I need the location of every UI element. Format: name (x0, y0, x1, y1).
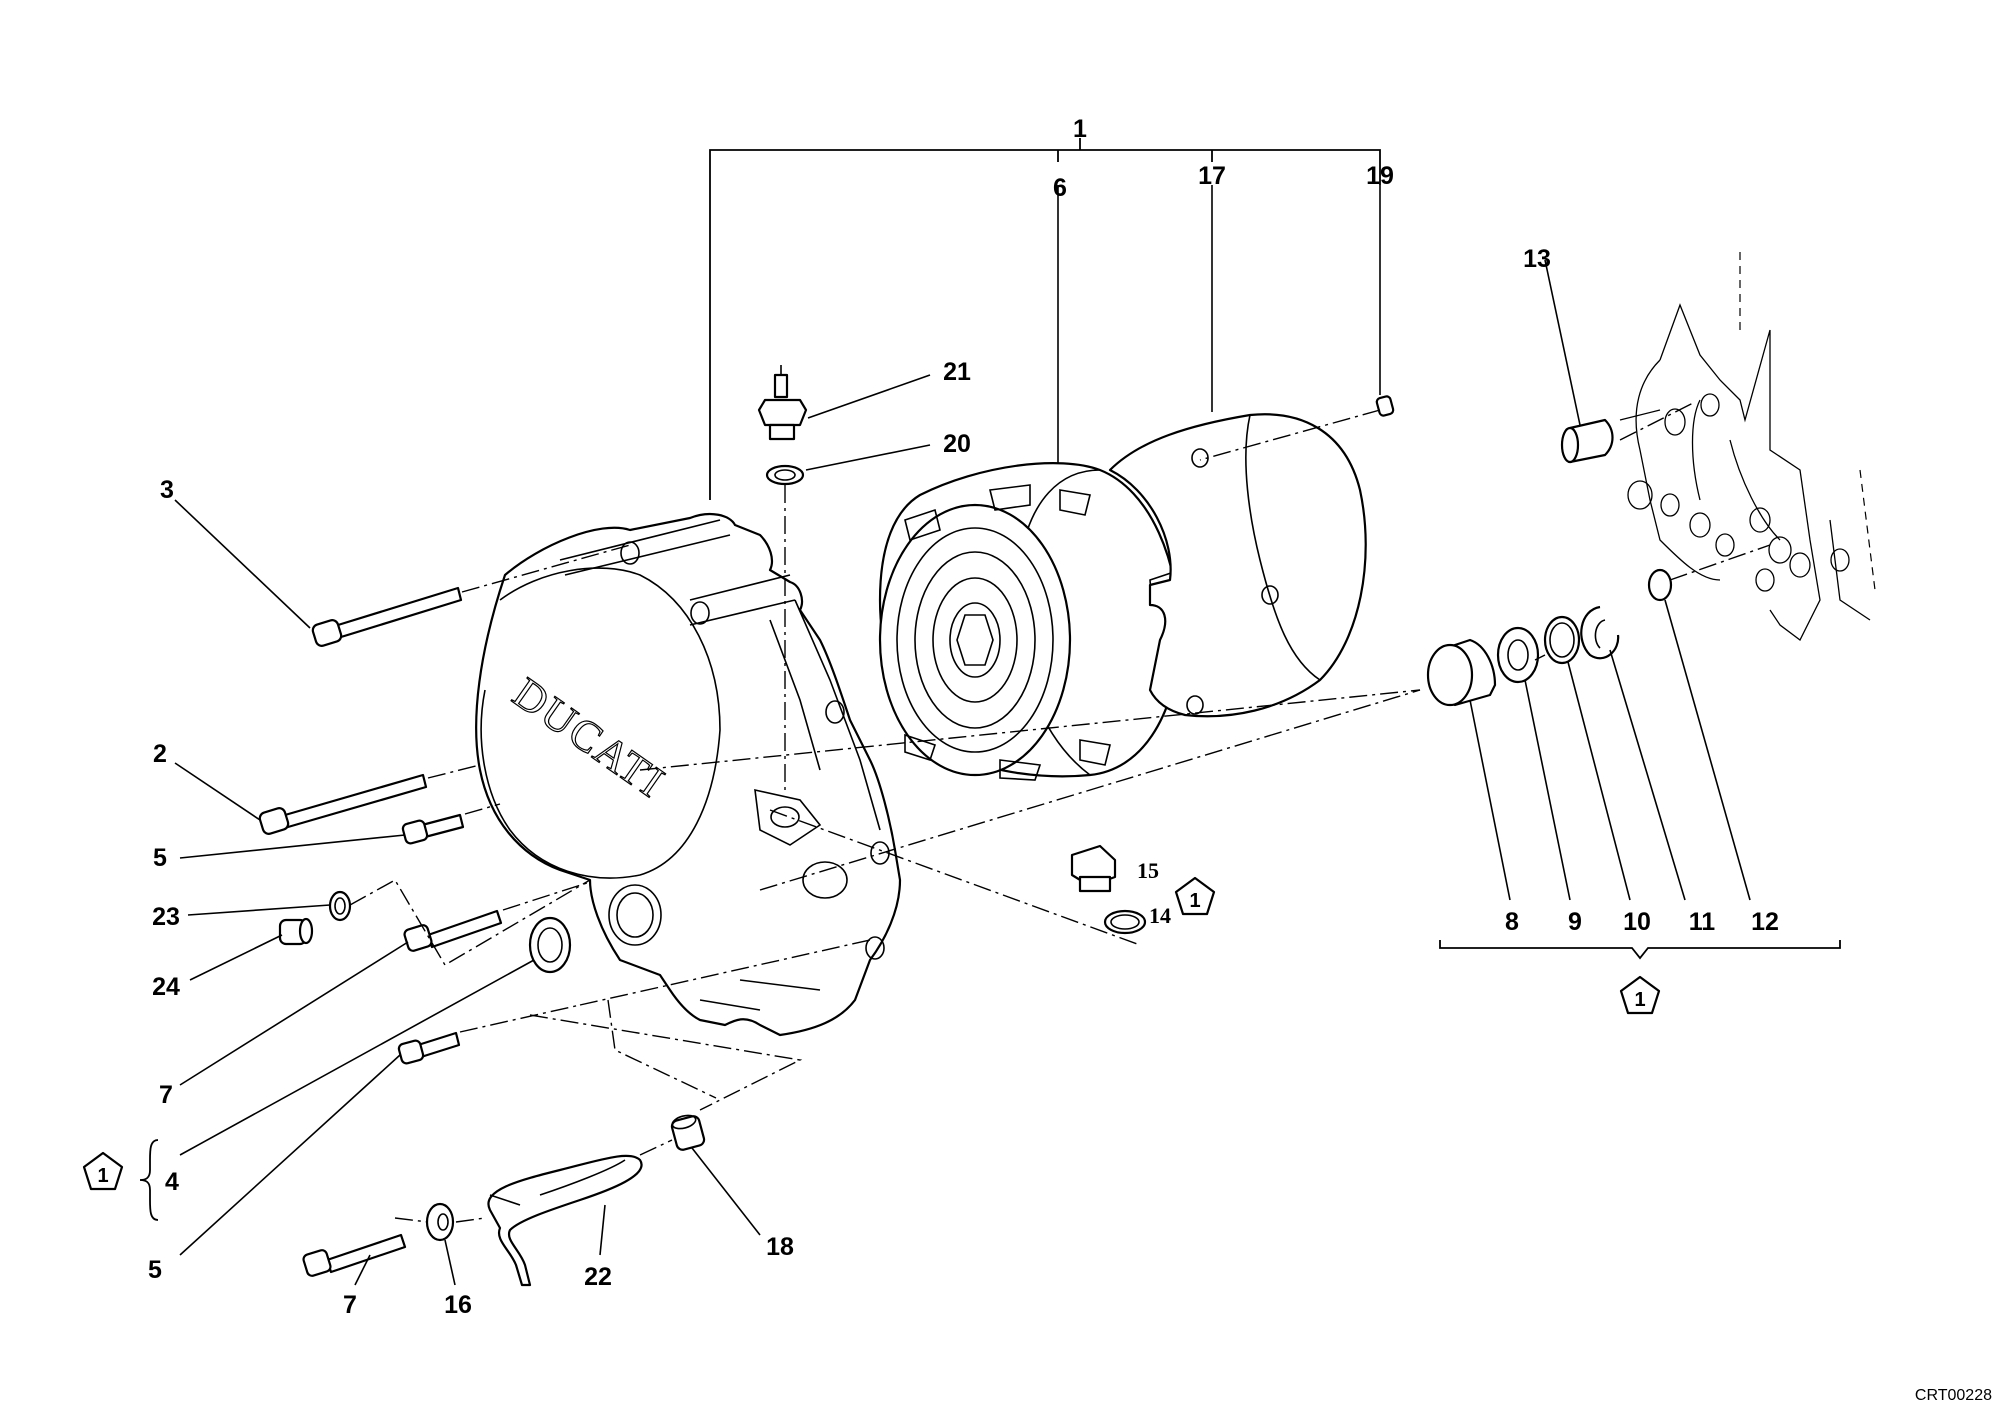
bolt-7-upper (403, 909, 503, 952)
callout-1: 1 (1073, 115, 1087, 143)
callout-2: 2 (153, 740, 167, 768)
temperature-sender-21 (757, 365, 808, 441)
bearing-9 (1496, 626, 1540, 684)
callout-18: 18 (766, 1233, 794, 1261)
bolt-7-lower (302, 1233, 407, 1277)
kit-bracket (1439, 940, 1841, 960)
bolt-3 (311, 586, 463, 647)
screw-5-lower (397, 1031, 461, 1065)
drawing-code: CRT00228 (1915, 1387, 1992, 1404)
callout-8: 8 (1505, 908, 1519, 936)
callout-17: 17 (1198, 162, 1226, 190)
outer-clutch-cover (1108, 413, 1367, 718)
assembly-bracket-1 (709, 138, 1381, 500)
o-ring-12 (1647, 568, 1673, 602)
alignment-lines (349, 401, 1771, 1223)
callout-16: 16 (444, 1291, 472, 1319)
dowel-13 (1560, 418, 1614, 464)
washer-20 (765, 464, 805, 486)
clutch-pressure-plate (878, 462, 1183, 781)
callout-7-lower: 7 (343, 1291, 357, 1319)
screw-5-upper (401, 813, 465, 845)
kit-marker-label: 1 (1189, 890, 1200, 912)
engine-case-outline (1619, 250, 1876, 641)
circlip-11 (1580, 605, 1620, 660)
washer-23 (328, 890, 352, 922)
callout-12: 12 (1751, 908, 1779, 936)
callout-23: 23 (152, 903, 180, 931)
callout-5-lower: 5 (148, 1256, 162, 1284)
callout-7-upper: 7 (159, 1081, 173, 1109)
callout-20: 20 (943, 430, 971, 458)
callout-22: 22 (584, 1263, 612, 1291)
callout-9: 9 (1568, 908, 1582, 936)
callout-6: 6 (1053, 174, 1067, 202)
o-ring-14 (1103, 909, 1147, 935)
leader-lines (174, 259, 1751, 1286)
dowel-18 (670, 1114, 706, 1151)
callout-3: 3 (160, 476, 174, 504)
callout-14: 14 (1149, 903, 1171, 928)
clip-22 (487, 1154, 643, 1287)
kit-marker-label: 1 (97, 1165, 108, 1187)
callout-10: 10 (1623, 908, 1651, 936)
screw-19 (1375, 395, 1395, 417)
callout-13: 13 (1523, 245, 1551, 273)
callout-labels: 1 6 17 19 13 21 20 3 2 5 23 24 7 4 5 7 1… (148, 115, 1779, 1319)
callout-4: 4 (165, 1168, 179, 1196)
bolt-2 (258, 773, 428, 835)
callout-5-upper: 5 (153, 844, 167, 872)
kit-marker-label: 1 (1634, 989, 1645, 1011)
callout-11: 11 (1689, 908, 1716, 936)
kit-marker-8-12: 1 (1619, 975, 1661, 1015)
callout-15: 15 (1137, 858, 1159, 883)
kit-marker-4: 1 (82, 1151, 124, 1191)
clutch-cover: DUCATI (475, 512, 902, 1037)
bushing-8 (1426, 638, 1497, 707)
washer-10 (1543, 615, 1581, 665)
callout-24: 24 (152, 973, 180, 1001)
washer-16 (425, 1202, 455, 1242)
seal-4 (528, 916, 572, 974)
kit-marker-15-14: 1 (1174, 876, 1216, 916)
callout-21: 21 (943, 358, 971, 386)
filler-plug-15 (1070, 844, 1117, 893)
kit-brace-4 (139, 1139, 159, 1221)
plug-24 (278, 917, 314, 946)
callout-19: 19 (1366, 162, 1394, 190)
